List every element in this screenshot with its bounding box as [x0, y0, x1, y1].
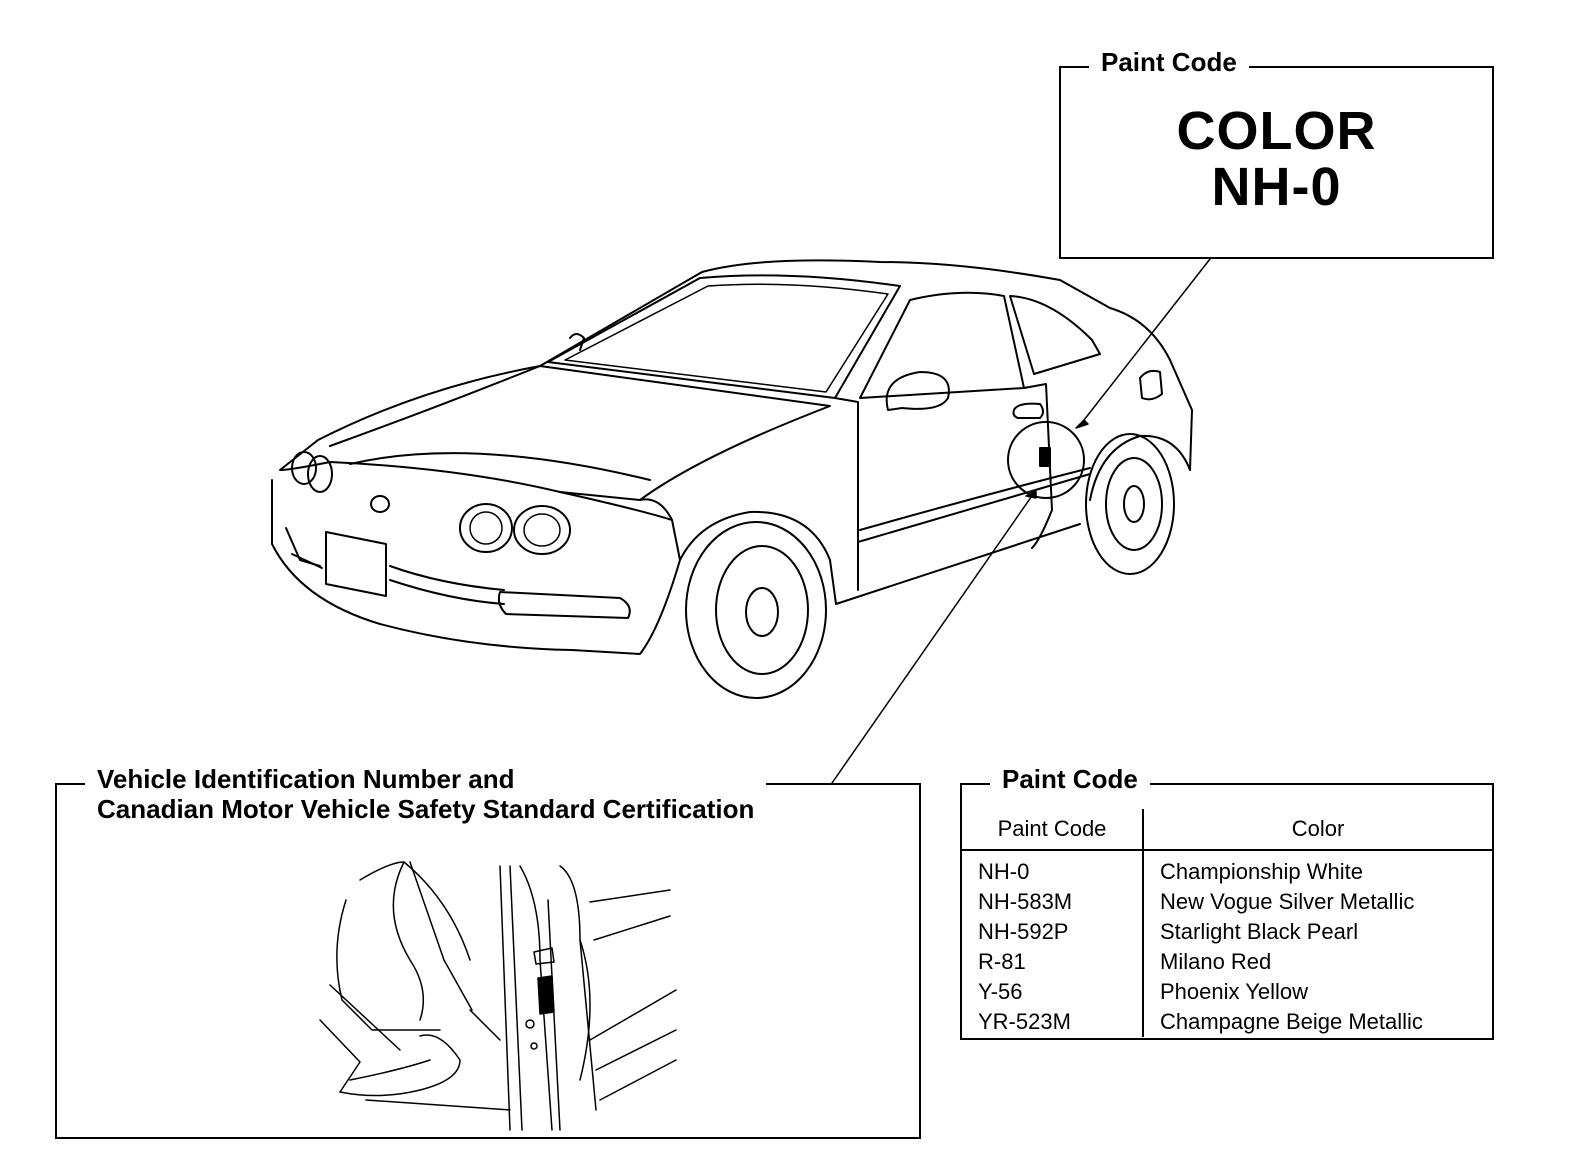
color-code-display: COLOR NH-0: [1061, 104, 1492, 216]
door-jamb-illustration: [319, 861, 677, 1131]
table-row: R-81 Milano Red: [962, 947, 1492, 977]
paint-code-cell: NH-583M: [962, 887, 1144, 917]
leader-to-vin: [831, 489, 1037, 784]
table-row: NH-583M New Vogue Silver Metallic: [962, 887, 1492, 917]
paint-code-cell: YR-523M: [962, 1007, 1144, 1037]
paint-code-callout: Paint Code COLOR NH-0: [1059, 47, 1494, 259]
vin-box-title: Vehicle Identification Number and Canadi…: [85, 764, 767, 825]
car-illustration: [271, 259, 1193, 699]
color-name-cell: Milano Red: [1160, 949, 1272, 974]
leader-to-paint-code: [1083, 258, 1211, 421]
vin-certification-box: Vehicle Identification Number and Canadi…: [55, 764, 921, 1139]
vin-title-line1: Vehicle Identification Number and: [97, 764, 515, 794]
color-name-cell: New Vogue Silver Metallic: [1160, 889, 1415, 914]
paint-code-table-title: Paint Code: [990, 764, 1150, 795]
paint-code-table: Paint Code Color NH-0 Championship White…: [962, 809, 1492, 1037]
vin-title-line2: Canadian Motor Vehicle Safety Standard C…: [97, 793, 755, 824]
color-name-cell: Championship White: [1160, 859, 1363, 884]
paint-code-cell: NH-592P: [962, 917, 1144, 947]
paint-code-cell: NH-0: [962, 850, 1144, 887]
table-row: Y-56 Phoenix Yellow: [962, 977, 1492, 1007]
color-name-cell: Phoenix Yellow: [1160, 979, 1309, 1004]
table-row: NH-592P Starlight Black Pearl: [962, 917, 1492, 947]
paint-code-callout-title: Paint Code: [1089, 47, 1249, 78]
color-code-value: NH-0: [1211, 157, 1342, 217]
paint-code-table-box: Paint Code Paint Code Color NH-0 Champio…: [960, 764, 1494, 1040]
header-paint-code: Paint Code: [962, 809, 1144, 851]
header-color: Color: [1143, 809, 1492, 851]
paint-code-cell: R-81: [962, 947, 1144, 977]
color-name-cell: Champagne Beige Metallic: [1160, 1009, 1423, 1034]
color-label: COLOR: [1176, 101, 1377, 161]
table-row: NH-0 Championship White: [962, 850, 1492, 887]
color-name-cell: Starlight Black Pearl: [1160, 919, 1359, 944]
table-header-row: Paint Code Color: [962, 809, 1492, 851]
paint-code-cell: Y-56: [962, 977, 1144, 1007]
leader-lines: [831, 258, 1211, 784]
table-row: YR-523M Champagne Beige Metallic: [962, 1007, 1492, 1037]
